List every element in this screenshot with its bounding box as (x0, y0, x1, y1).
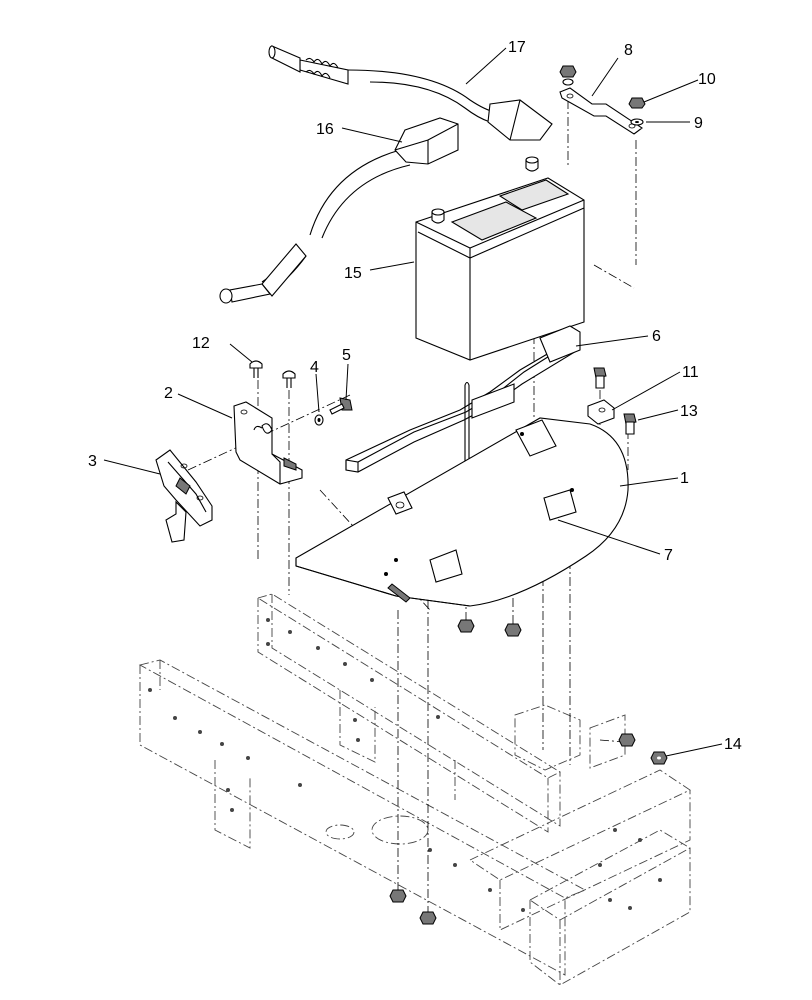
battery-cable-16 (219, 117, 459, 304)
callout-16: 16 (316, 121, 334, 138)
callout-8: 8 (624, 42, 633, 59)
battery-15 (415, 156, 585, 361)
callout-12: 12 (192, 335, 210, 352)
callout-3: 3 (88, 453, 97, 470)
callout-11: 11 (682, 364, 699, 381)
callout-10: 10 (698, 71, 716, 88)
latch-3 (155, 449, 213, 543)
hold-down-strap-6 (345, 325, 581, 473)
latch-bracket-2 (233, 401, 303, 485)
callout-6: 6 (652, 328, 661, 345)
callout-2: 2 (164, 385, 173, 402)
callout-leaders (103, 47, 723, 757)
frame-phantom (138, 593, 691, 986)
callout-14: 14 (724, 736, 742, 753)
callout-4: 4 (310, 359, 319, 376)
callout-7: 7 (664, 547, 673, 564)
callout-1: 1 (680, 470, 689, 487)
callout-17: 17 (508, 39, 526, 56)
callout-9: 9 (694, 115, 703, 132)
callout-5: 5 (342, 347, 351, 364)
callout-15: 15 (344, 265, 362, 282)
callout-13: 13 (680, 403, 698, 420)
battery-cable-17 (268, 45, 553, 141)
battery-tray-1 (295, 417, 629, 637)
callout-labels: 1 2 3 4 5 6 7 8 9 10 11 12 13 14 15 16 1… (88, 39, 742, 753)
small-hardware (249, 360, 668, 925)
hold-down-bracket-8 (559, 65, 646, 135)
